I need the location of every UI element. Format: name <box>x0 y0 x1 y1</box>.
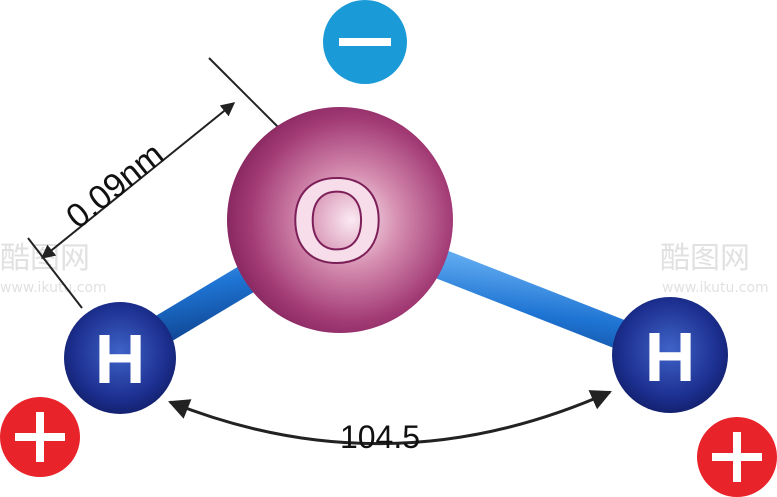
positive-charge-icon-left <box>0 397 80 477</box>
bond-length-label: 0.09nm <box>59 135 171 236</box>
oxygen-atom: O <box>227 107 453 333</box>
watermark-right: 酷图网 www.ikutu.com <box>660 241 769 296</box>
negative-charge-icon <box>323 0 407 84</box>
svg-text:www.ikutu.com: www.ikutu.com <box>0 280 107 296</box>
hydrogen-atom-right: H <box>612 297 728 413</box>
svg-text:www.ikutu.com: www.ikutu.com <box>662 280 769 296</box>
oxygen-symbol: O <box>290 154 383 288</box>
bond-angle-indicator: 104.5 <box>168 390 612 455</box>
hydrogen-right-symbol: H <box>645 318 696 396</box>
positive-charge-icon-right <box>697 417 777 497</box>
svg-text:酷图网: 酷图网 <box>660 241 750 276</box>
hydrogen-atom-left: H <box>64 302 176 414</box>
bond-angle-label: 104.5 <box>340 419 420 455</box>
hydrogen-left-symbol: H <box>95 320 146 398</box>
